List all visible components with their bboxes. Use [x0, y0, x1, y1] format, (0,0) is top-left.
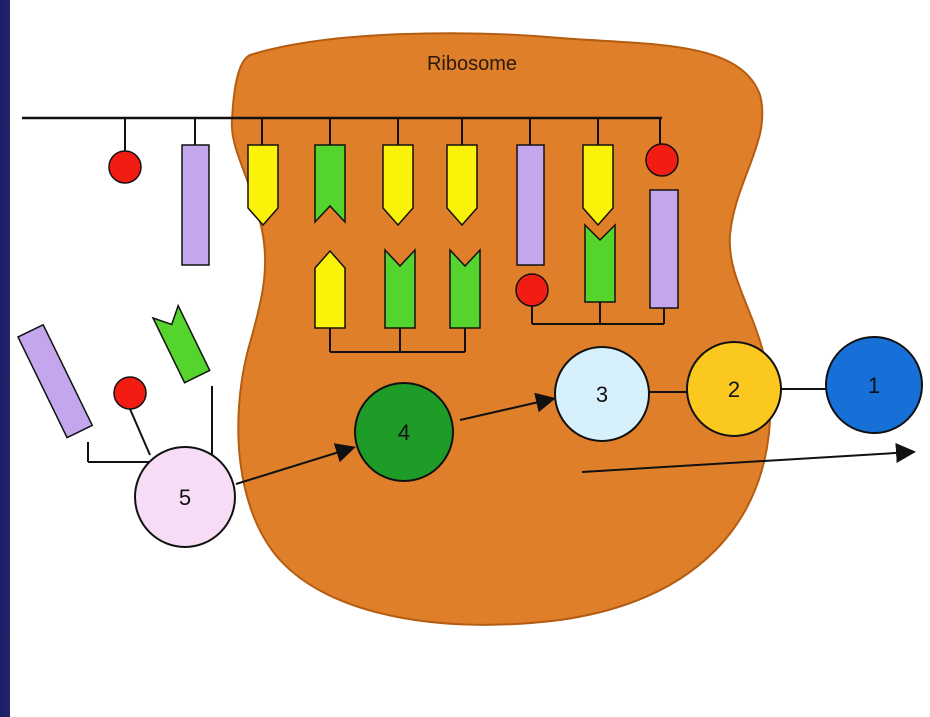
mrna-base-purple	[182, 145, 209, 265]
mrna-base-yellow	[447, 145, 477, 225]
departing-trna	[18, 306, 212, 462]
ribosome-body	[232, 33, 770, 625]
trna-base-purple	[650, 190, 678, 308]
trna-base-red	[114, 377, 146, 409]
ribosome-label: Ribosome	[427, 53, 517, 75]
mrna-base-purple	[517, 145, 544, 265]
trna-base-purple	[18, 325, 92, 438]
amino-acid-2-label: 2	[728, 377, 740, 402]
mrna-base-yellow	[248, 145, 278, 225]
amino-acid-4-label: 4	[398, 420, 410, 445]
mrna-base-yellow	[383, 145, 413, 225]
trna-base-green	[153, 306, 210, 383]
mrna-base-yellow	[583, 145, 613, 225]
trna-base-yellow	[315, 251, 345, 328]
amino-acid-5-label: 5	[179, 485, 191, 510]
mrna-base-red	[646, 144, 678, 176]
amino-acid-1-label: 1	[868, 373, 880, 398]
mrna-base-red	[109, 151, 141, 183]
amino-acid-3-label: 3	[596, 382, 608, 407]
trna-base-red	[516, 274, 548, 306]
